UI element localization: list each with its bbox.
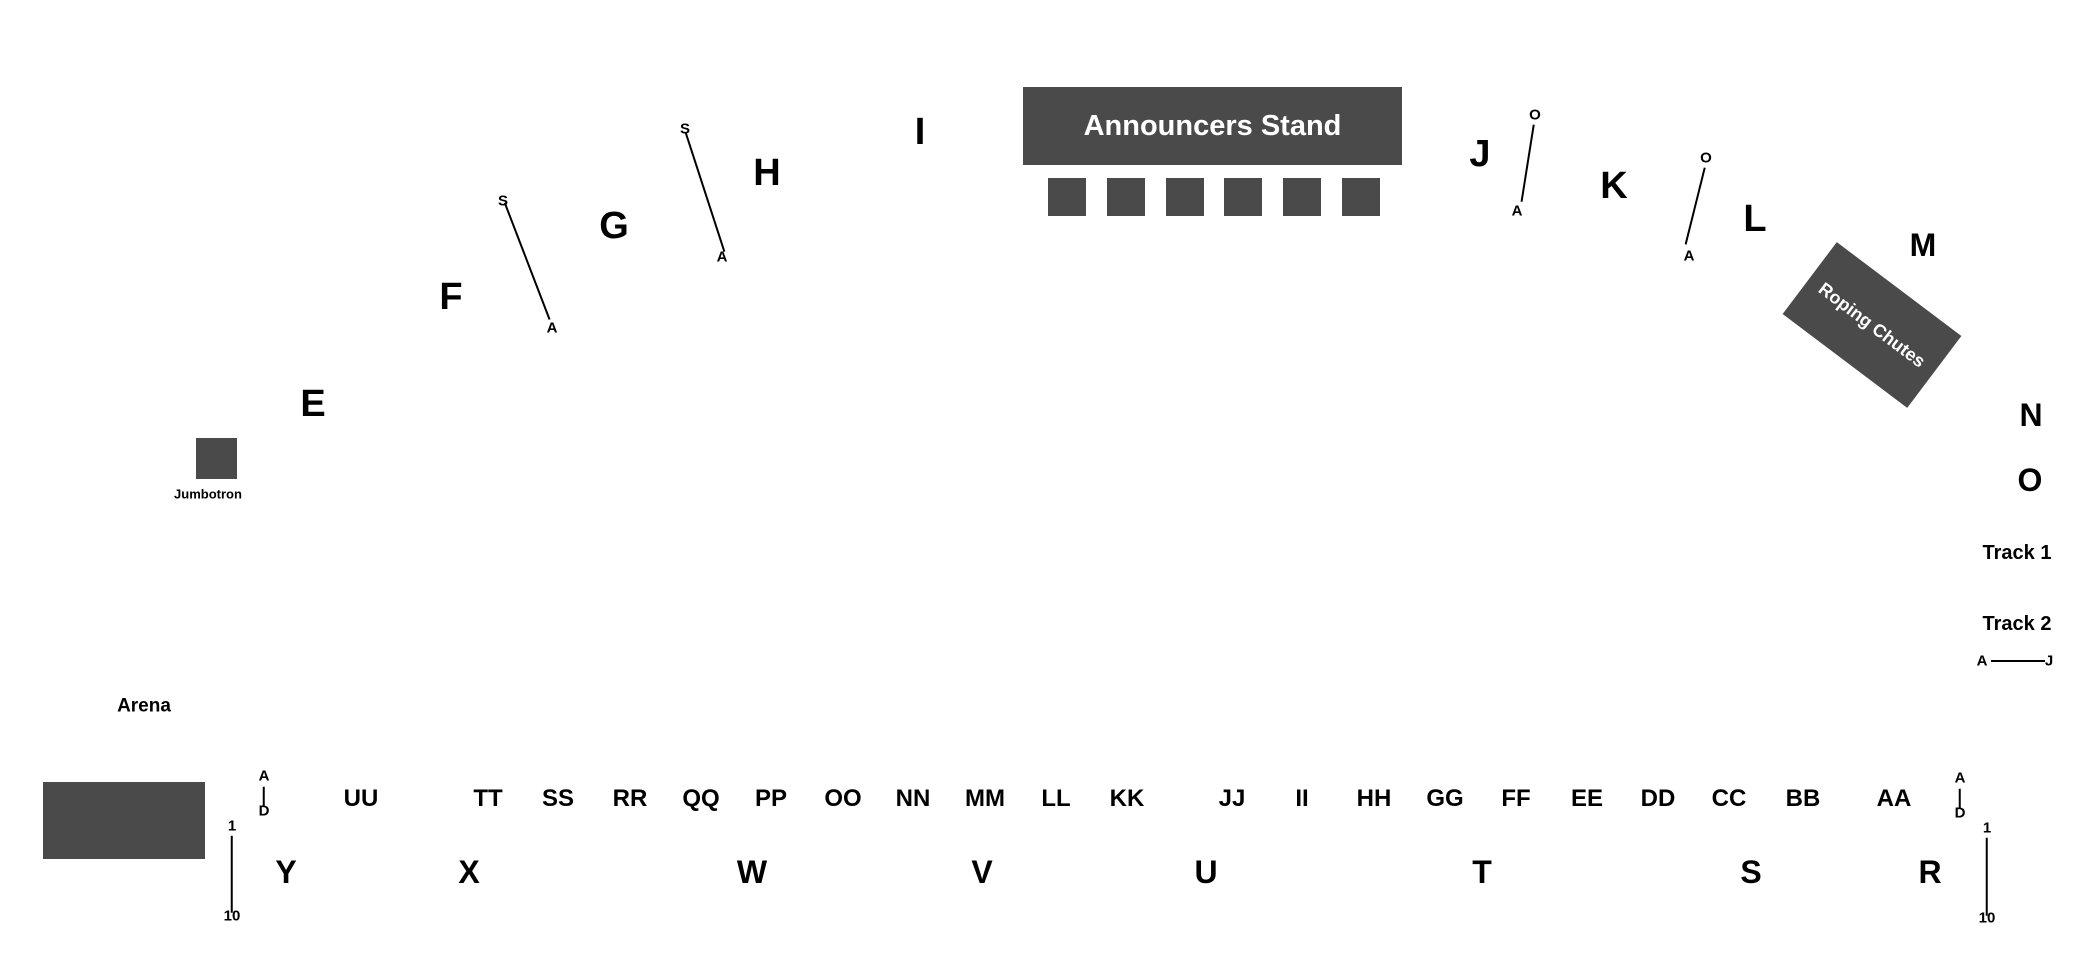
announcer-booth <box>1224 178 1262 216</box>
row-range-end: A <box>1511 202 1523 220</box>
section-u[interactable]: U <box>1194 854 1218 890</box>
section-pp[interactable]: PP <box>754 785 788 812</box>
end-row-bottom: D <box>1954 804 1966 822</box>
section-bb[interactable]: BB <box>1785 785 1821 812</box>
roping-chutes-label: Roping Chutes <box>1815 278 1930 372</box>
end-seat-line <box>1986 837 1988 916</box>
track-range-line <box>1991 660 2045 662</box>
section-x[interactable]: X <box>458 854 480 890</box>
arena-box <box>43 782 205 859</box>
section-n[interactable]: N <box>2019 397 2043 433</box>
end-seat-start: 1 <box>227 817 237 835</box>
roping-chutes[interactable]: Roping Chutes <box>1782 242 1962 408</box>
section-oo[interactable]: OO <box>824 785 862 812</box>
section-tt[interactable]: TT <box>473 785 503 812</box>
announcer-booth <box>1283 178 1321 216</box>
section-ss[interactable]: SS <box>541 785 575 812</box>
section-t[interactable]: T <box>1472 854 1492 890</box>
row-range-end: A <box>1683 247 1695 265</box>
section-g[interactable]: G <box>599 205 629 247</box>
section-s[interactable]: S <box>1740 854 1762 890</box>
end-row-top: A <box>258 767 270 785</box>
section-qq[interactable]: QQ <box>682 785 720 812</box>
section-ff[interactable]: FF <box>1501 785 1531 812</box>
section-w[interactable]: W <box>736 854 768 890</box>
jumbotron-label: Jumbotron <box>174 486 242 502</box>
jumbotron-screen <box>196 438 237 479</box>
section-l[interactable]: L <box>1743 198 1767 240</box>
section-rr[interactable]: RR <box>612 785 648 812</box>
end-seat-end: 10 <box>223 907 241 925</box>
row-range-start: S <box>679 120 691 138</box>
end-seat-line <box>231 835 233 913</box>
track-range-start: A <box>1976 652 1988 670</box>
section-o[interactable]: O <box>2017 462 2043 498</box>
track-1-label[interactable]: Track 1 <box>1982 542 2052 564</box>
section-ii[interactable]: II <box>1295 785 1309 812</box>
section-hh[interactable]: HH <box>1356 785 1392 812</box>
end-seat-start: 1 <box>1982 819 1992 837</box>
row-range-line <box>504 202 551 320</box>
section-i[interactable]: I <box>914 111 926 153</box>
row-range-end: A <box>716 248 728 266</box>
announcer-booth <box>1166 178 1204 216</box>
section-mm[interactable]: MM <box>965 785 1005 812</box>
row-range-line <box>685 132 726 252</box>
end-seat-end: 10 <box>1978 909 1996 927</box>
section-e[interactable]: E <box>300 383 326 425</box>
row-range-start: O <box>1700 149 1712 167</box>
row-range-start: O <box>1529 106 1541 124</box>
section-aa[interactable]: AA <box>1876 785 1912 812</box>
track-range-end: J <box>2044 652 2054 670</box>
section-kk[interactable]: KK <box>1109 785 1145 812</box>
section-gg[interactable]: GG <box>1426 785 1464 812</box>
section-j[interactable]: J <box>1469 133 1491 175</box>
announcer-booth <box>1048 178 1086 216</box>
section-ee[interactable]: EE <box>1570 785 1604 812</box>
section-uu[interactable]: UU <box>343 785 379 812</box>
section-h[interactable]: H <box>753 152 781 194</box>
announcer-booth <box>1107 178 1145 216</box>
end-row-top: A <box>1954 769 1966 787</box>
section-y[interactable]: Y <box>275 854 297 890</box>
row-range-start: S <box>497 192 509 210</box>
track-2-label[interactable]: Track 2 <box>1982 613 2052 635</box>
row-range-line <box>1521 124 1535 202</box>
section-r[interactable]: R <box>1918 854 1942 890</box>
section-jj[interactable]: JJ <box>1218 785 1246 812</box>
announcers-stand[interactable]: Announcers Stand <box>1023 87 1402 165</box>
section-f[interactable]: F <box>439 276 463 318</box>
arena-label: Arena <box>117 695 171 717</box>
announcer-booth <box>1342 178 1380 216</box>
section-ll[interactable]: LL <box>1041 785 1071 812</box>
section-m[interactable]: M <box>1909 227 1937 263</box>
end-row-bottom: D <box>258 802 270 820</box>
row-range-line <box>1685 167 1706 245</box>
section-nn[interactable]: NN <box>895 785 931 812</box>
row-range-end: A <box>546 319 558 337</box>
section-v[interactable]: V <box>971 854 993 890</box>
section-cc[interactable]: CC <box>1711 785 1747 812</box>
section-k[interactable]: K <box>1600 165 1628 207</box>
section-dd[interactable]: DD <box>1640 785 1676 812</box>
